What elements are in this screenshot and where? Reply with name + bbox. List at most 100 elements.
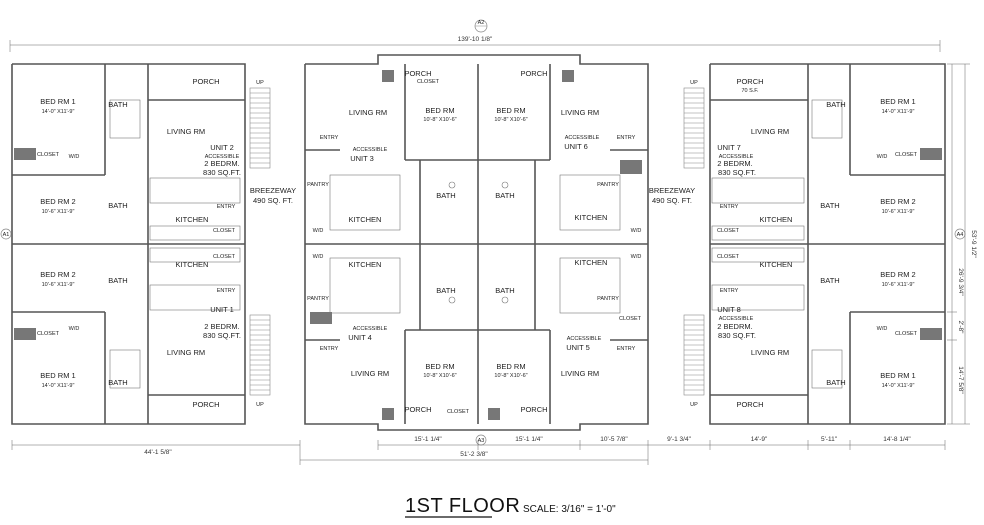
unit7-accessible: ACCESSIBLE xyxy=(719,154,754,160)
closet-tag-u8-kitchen: CLOSET xyxy=(717,254,740,260)
wd-tag-u4: W/D xyxy=(313,254,324,260)
bed2-label-u1: BED RM 2 xyxy=(40,270,75,279)
entry-label-u8: ENTRY xyxy=(720,288,739,294)
living-label-u6: LIVING RM xyxy=(561,108,599,117)
kitchen-label-u3: KITCHEN xyxy=(349,215,382,224)
unit3-accessible: ACCESSIBLE xyxy=(353,147,388,153)
bath-label-u2b: BATH xyxy=(108,201,127,210)
bottom-dimensions: 44'-1 5/8" 15'-1 1/4" 15'-1 1/4" 10'-5 7… xyxy=(11,436,946,465)
closet-tag-u1: CLOSET xyxy=(37,331,60,337)
kitchen-label-u2: KITCHEN xyxy=(176,215,209,224)
unit1-name: UNIT 1 xyxy=(210,305,234,314)
bed2-label-u7: BED RM 2 xyxy=(880,197,915,206)
bed2-label-u8: BED RM 2 xyxy=(880,270,915,279)
closet-tag-u7-kitchen: CLOSET xyxy=(717,228,740,234)
porch-label-u3: PORCH xyxy=(404,69,431,78)
fixtures xyxy=(109,99,843,389)
stair-treads xyxy=(250,92,704,391)
svg-text:A1: A1 xyxy=(3,232,10,238)
overall-width-dim: 139'-10 1/8" xyxy=(458,36,493,43)
dim-u5-living: 10'-5 7/8" xyxy=(600,436,628,443)
wd-tag-u5: W/D xyxy=(631,254,642,260)
living-label-u7: LIVING RM xyxy=(751,127,789,136)
wd-tag-u7: W/D xyxy=(877,154,888,160)
section-marker-top: A2 xyxy=(474,19,488,33)
dim-center-width: 51'-2 3/8" xyxy=(460,451,488,458)
bed1-dim-u2: 14'-0" X11'-9" xyxy=(42,109,75,115)
porch-label-u8: PORCH xyxy=(736,400,763,409)
living-label-u3: LIVING RM xyxy=(349,108,387,117)
svg-text:A3: A3 xyxy=(478,438,485,444)
bed1-label-u7: BED RM 1 xyxy=(880,97,915,106)
bed1-label-u8: BED RM 1 xyxy=(880,371,915,380)
bath-label-u4: BATH xyxy=(436,286,455,295)
porch-label-u5: PORCH xyxy=(520,405,547,414)
bath-label-u5: BATH xyxy=(495,286,514,295)
wd-tag-u6: W/D xyxy=(631,228,642,234)
up-label-left-top: UP xyxy=(256,80,264,86)
kitchen-label-u8: KITCHEN xyxy=(760,260,793,269)
living-label-u8: LIVING RM xyxy=(751,348,789,357)
unit3-name: UNIT 3 xyxy=(350,154,374,163)
unit7-name: UNIT 7 xyxy=(717,143,741,152)
dim-right-middle: 2'-8" xyxy=(957,321,964,335)
entry-label-u7: ENTRY xyxy=(720,204,739,210)
living-label-u1: LIVING RM xyxy=(167,348,205,357)
kitchen-label-u1: KITCHEN xyxy=(176,260,209,269)
wd-tag-u3: W/D xyxy=(313,228,324,234)
unit5-accessible: ACCESSIBLE xyxy=(567,336,602,342)
unit1-area: 830 SQ.FT. xyxy=(203,331,241,340)
entry-label-u1: ENTRY xyxy=(217,288,236,294)
unit2-area: 830 SQ.FT. xyxy=(203,168,241,177)
up-label-right-top: UP xyxy=(690,80,698,86)
porch-label-u2: PORCH xyxy=(192,77,219,86)
unit5-name: UNIT 5 xyxy=(566,343,590,352)
bath-label-u1b: BATH xyxy=(108,378,127,387)
dim-right-lower: 14'-7 5/8" xyxy=(957,366,964,394)
unit8-area: 830 SQ.FT. xyxy=(718,331,756,340)
entry-label-u2: ENTRY xyxy=(217,204,236,210)
bed-dim-u5: 10'-8" X10'-6" xyxy=(494,373,527,379)
breezeway-left-label: BREEZEWAY xyxy=(250,186,296,195)
unit2-name: UNIT 2 xyxy=(210,143,234,152)
closet-tag-u1-kitchen: CLOSET xyxy=(213,254,236,260)
porch-label-u1: PORCH xyxy=(192,400,219,409)
bed1-dim-u7: 14'-0" X11'-9" xyxy=(882,109,915,115)
unit6-name: UNIT 6 xyxy=(564,142,588,151)
right-dimensions: 26'-9 3/4" 2'-8" 14'-7 5/8" 53'-9 1/2" xyxy=(947,63,977,425)
bed1-dim-u8: 14'-0" X11'-9" xyxy=(882,383,915,389)
unit7-beds: 2 BEDRM. xyxy=(717,159,752,168)
bath-label-u7b: BATH xyxy=(820,201,839,210)
living-label-u5: LIVING RM xyxy=(561,369,599,378)
unit8-beds: 2 BEDRM. xyxy=(717,322,752,331)
pantry-label-u5: PANTRY xyxy=(597,296,619,302)
bed1-label-u2: BED RM 1 xyxy=(40,97,75,106)
porch-label-u7: PORCH xyxy=(736,77,763,86)
bed2-dim-u7: 10'-6" X11'-9" xyxy=(882,209,915,215)
unit4-name: UNIT 4 xyxy=(348,333,372,342)
bath-label-u3: BATH xyxy=(436,191,455,200)
wd-tag-u2: W/D xyxy=(69,154,80,160)
dim-u5-width: 15'-1 1/4" xyxy=(515,436,543,443)
section-marker-bottom: A3 xyxy=(475,434,487,446)
bath-label-u6: BATH xyxy=(495,191,514,200)
bed-dim-u6: 10'-8" X10'-6" xyxy=(494,117,527,123)
unit1-beds: 2 BEDRM. xyxy=(204,322,239,331)
entry-label-u3: ENTRY xyxy=(320,135,339,141)
bed2-dim-u1: 10'-6" X11'-9" xyxy=(42,282,75,288)
pantry-label-u6: PANTRY xyxy=(597,182,619,188)
section-marker-right: A4 xyxy=(954,228,966,240)
wd-tag-u8: W/D xyxy=(877,326,888,332)
unit2-beds: 2 BEDRM. xyxy=(204,159,239,168)
breezeway-right-area: 490 SQ. FT. xyxy=(652,196,692,205)
entry-label-u5: ENTRY xyxy=(617,346,636,352)
kitchen-label-u6: KITCHEN xyxy=(575,213,608,222)
up-label-left-bottom: UP xyxy=(256,402,264,408)
unit8-name: UNIT 8 xyxy=(717,305,741,314)
dim-breezeway: 9'-1 3/4" xyxy=(667,436,691,443)
section-marker-left: A1 xyxy=(0,228,12,240)
porch-area-u7: 70 S.F. xyxy=(741,88,759,94)
unit7-area: 830 SQ.FT. xyxy=(718,168,756,177)
bed-label-u5: BED RM xyxy=(496,362,525,371)
